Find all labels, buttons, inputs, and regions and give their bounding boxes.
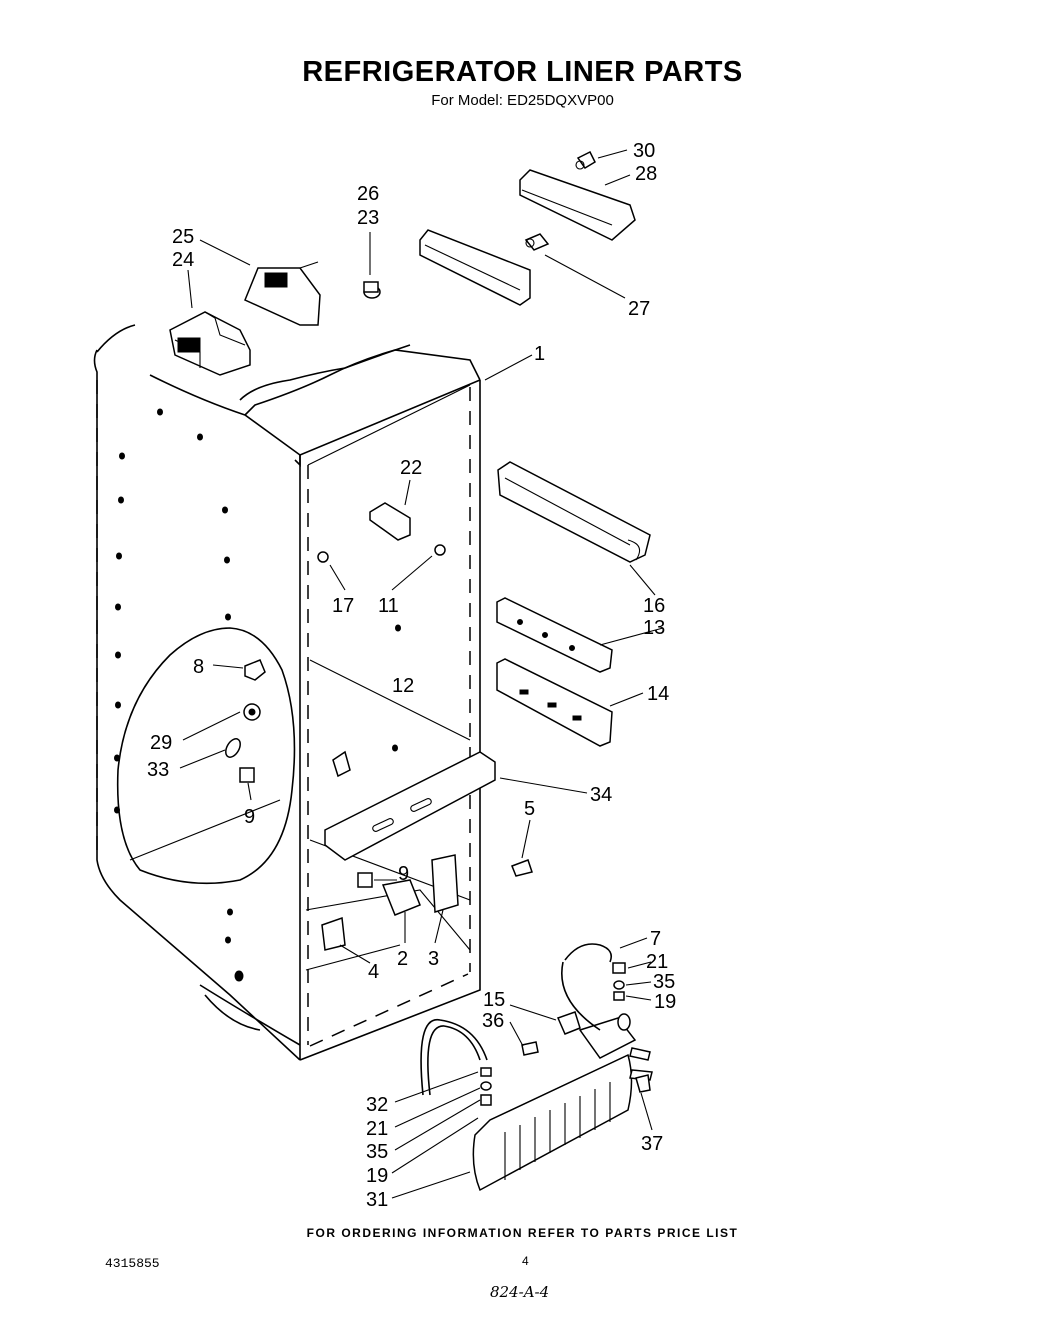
page-number: 4: [522, 1254, 529, 1268]
ordering-note: FOR ORDERING INFORMATION REFER TO PARTS …: [306, 1226, 739, 1240]
part-4-drain: [321, 916, 346, 951]
callout-37: 37: [641, 1133, 663, 1155]
handwritten-reference: 824-A-4: [490, 1283, 550, 1301]
callout-12: 12: [392, 675, 414, 697]
part-21-nut-lower: [480, 1067, 492, 1077]
part-22-bracket: [369, 502, 411, 541]
callout-19-upper: 19: [654, 991, 676, 1013]
callout-29: 29: [150, 732, 172, 754]
part-16-shelf-rail: [497, 461, 651, 563]
callout-23: 23: [357, 207, 379, 229]
part-24-control-housing: [169, 311, 251, 376]
callout-3: 3: [428, 948, 439, 970]
part-35-insert-lower: [480, 1081, 492, 1091]
part-inner-bracket-mid: [332, 750, 351, 778]
callout-31: 31: [366, 1189, 388, 1211]
callout-7: 7: [650, 928, 661, 950]
part-19-ferrule-lower: [480, 1094, 492, 1106]
document-number: 4315855: [105, 1256, 160, 1271]
part-23-plug: [363, 281, 381, 299]
callout-8: 8: [193, 656, 204, 678]
callout-32: 32: [366, 1094, 388, 1116]
callout-19-lower: 19: [366, 1165, 388, 1187]
callout-35-lower: 35: [366, 1141, 388, 1163]
part-28-bracket: [519, 169, 636, 241]
part-35-insert-upper: [613, 980, 625, 990]
callout-16: 16: [643, 595, 665, 617]
part-9-switch-lower: [357, 872, 373, 888]
part-14-shelf-support: [496, 658, 613, 747]
detail-cutaway-outline: [116, 627, 296, 885]
callout-22: 22: [400, 457, 422, 479]
part-13-shelf-support: [496, 597, 613, 673]
part-19-ferrule-upper: [613, 991, 625, 1001]
callout-26: 26: [357, 183, 379, 205]
callout-14: 14: [647, 683, 669, 705]
cabinet-liner-outline: [93, 324, 481, 1061]
callout-28: 28: [635, 163, 657, 185]
part-33-bulb: [225, 738, 241, 758]
part-11-screw: [434, 544, 446, 556]
callout-34: 34: [590, 784, 612, 806]
part-21-nut-upper: [612, 962, 626, 974]
callout-25: 25: [172, 226, 194, 248]
callout-36: 36: [482, 1010, 504, 1032]
part-8-thermostat: [244, 659, 266, 681]
callout-24: 24: [172, 249, 194, 271]
callout-11: 11: [378, 595, 399, 617]
part-29-knob: [243, 703, 261, 721]
part-37-mounting-pin: [635, 1074, 651, 1093]
part-9-switch-upper: [239, 767, 255, 783]
detail-cutaway-shelf-line: [129, 799, 281, 861]
part-27-screw: [524, 233, 550, 251]
part-2-crisper-bracket: [381, 879, 421, 916]
part-5-screw: [511, 859, 533, 877]
callout-4: 4: [368, 961, 379, 983]
part-36-nut: [521, 1041, 539, 1056]
part-25-cover: [244, 261, 321, 326]
callout-21-upper: 21: [646, 951, 668, 973]
part-17-screw: [317, 551, 329, 563]
callout-33: 33: [147, 759, 169, 781]
part-30-clip: [575, 150, 596, 170]
part-34-crisper-cover-frame: [324, 751, 496, 861]
callout-2: 2: [397, 948, 408, 970]
part-31-water-tank: [472, 1053, 633, 1192]
callout-27: 27: [628, 298, 650, 320]
callout-1: 1: [534, 343, 545, 365]
callout-15: 15: [483, 989, 505, 1011]
part-32-tube: [420, 1019, 488, 1096]
callout-5: 5: [524, 798, 535, 820]
cabinet-mounting-holes: [114, 408, 401, 982]
page-title: REFRIGERATOR LINER PARTS: [302, 56, 743, 88]
callout-35-upper: 35: [653, 971, 675, 993]
part-7-tube: [561, 943, 613, 1031]
callout-9-lower: 9: [398, 863, 409, 885]
callout-17: 17: [332, 595, 354, 617]
leader-lines: [179, 149, 664, 1199]
callout-labels: 30 28 26 23 25 24 27 1 22 16 13 17 11 8 …: [147, 140, 676, 1211]
callout-9-upper: 9: [244, 806, 255, 828]
part-15-cap: [556, 1011, 581, 1035]
model-subtitle: For Model: ED25DQXVP00: [431, 92, 614, 109]
callout-13: 13: [643, 617, 665, 639]
part-3-water-valve-cover: [431, 854, 459, 913]
callout-21-lower: 21: [366, 1118, 388, 1140]
part-bracket-upper: [419, 229, 531, 306]
callout-30: 30: [633, 140, 655, 162]
